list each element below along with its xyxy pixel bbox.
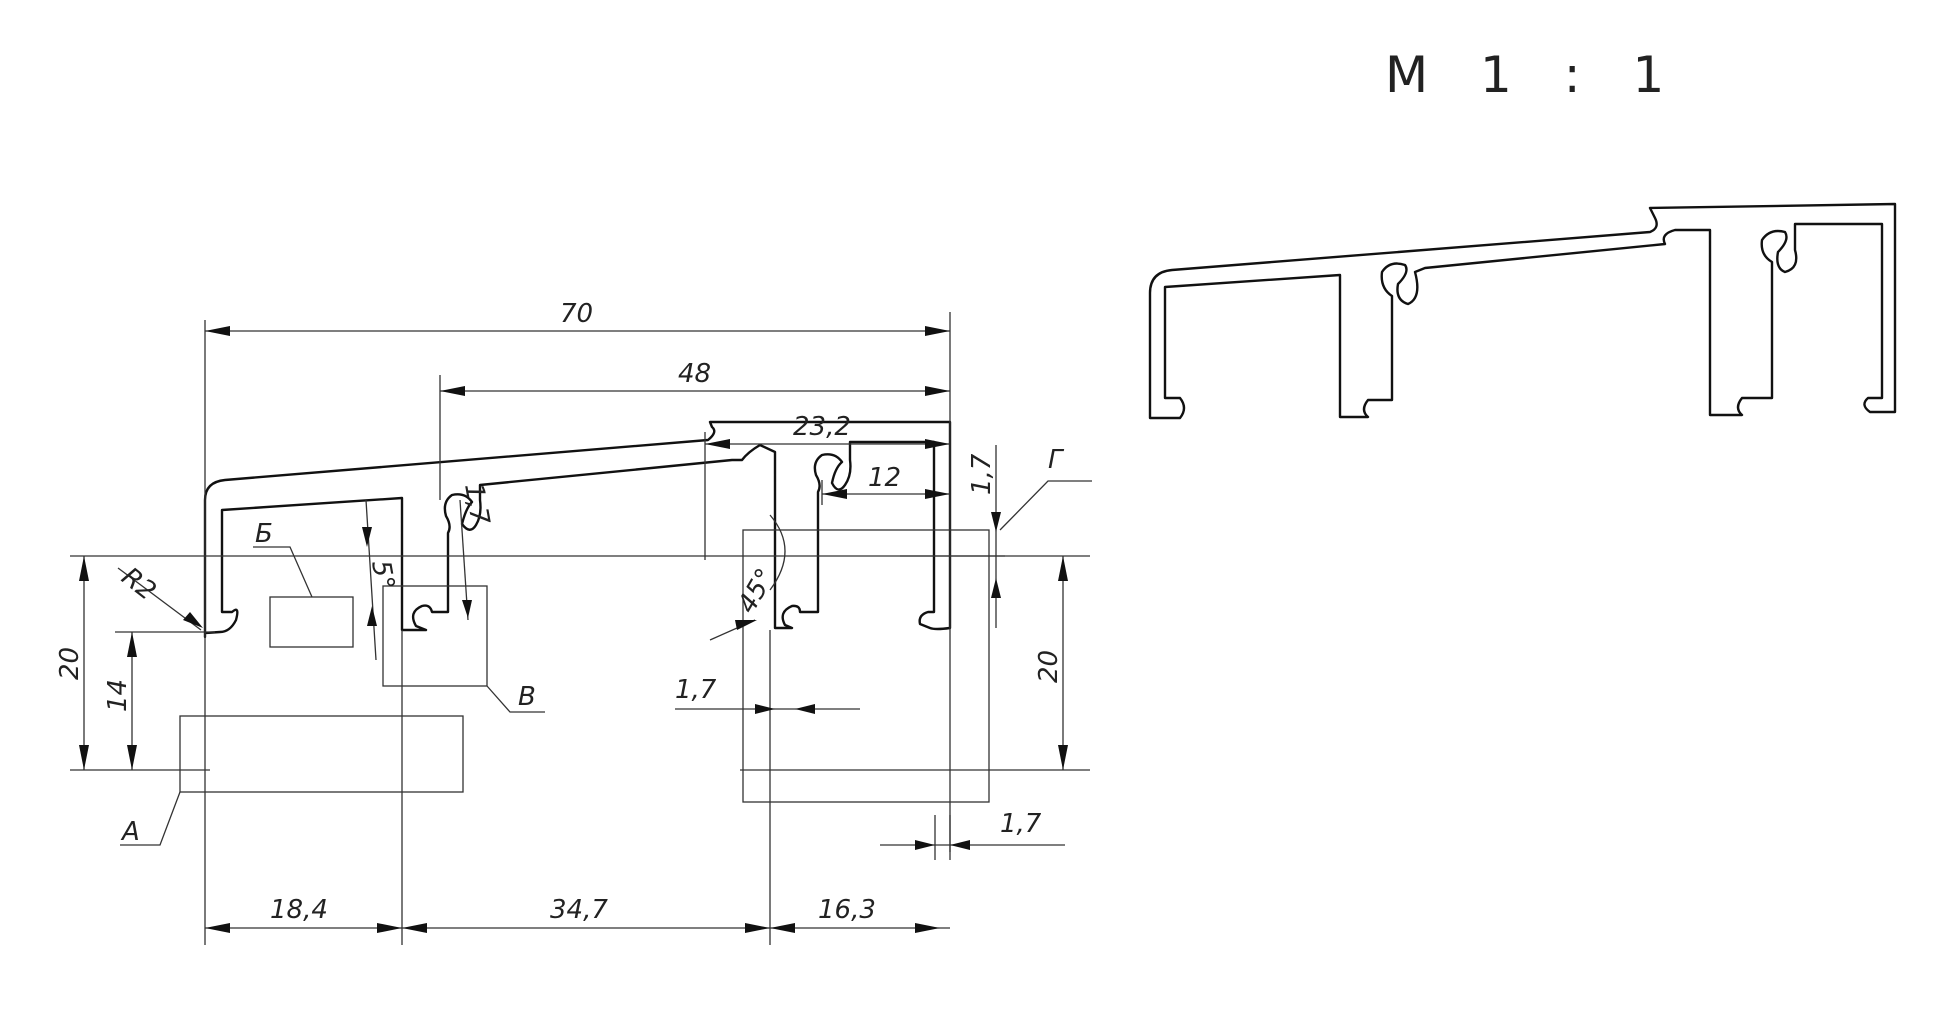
profile-full-scale (1148, 202, 1897, 420)
dim-1-7-mid: 1,7 (675, 675, 717, 705)
radius-r2: R2 (116, 562, 162, 607)
dim-18-4: 18,4 (270, 895, 328, 925)
dim-20-right: 20 (1034, 650, 1064, 683)
detail-box-g (742, 529, 990, 803)
dim-12: 12 (868, 463, 901, 493)
dim-20-left: 20 (55, 647, 85, 680)
angle-45: 45° (732, 564, 781, 619)
detail-box-v (382, 585, 488, 687)
dim-23-2: 23,2 (793, 412, 851, 442)
profile-dimensioned: 70 48 23,2 12 1,7 1,7 5° 1,7 (55, 299, 1092, 945)
dim-34-7: 34,7 (550, 895, 608, 925)
dim-70: 70 (560, 299, 593, 329)
dim-16-3: 16,3 (818, 895, 876, 925)
dim-1-7-top: 1,7 (967, 453, 997, 495)
dim-1-7-bottom: 1,7 (1000, 809, 1042, 839)
dim-1-7-diag: 1,7 (458, 481, 495, 527)
dim-5-deg: 5° (365, 558, 400, 592)
detail-label-a: А (120, 817, 140, 847)
detail-label-b: Б (255, 519, 273, 549)
dim-14: 14 (103, 679, 133, 712)
dim-48: 48 (678, 359, 711, 389)
detail-label-v: В (518, 682, 536, 712)
detail-label-g: Г (1048, 445, 1065, 475)
scale-label: M 1 : 1 (1385, 46, 1682, 104)
detail-box-b (269, 596, 354, 648)
detail-box-a (179, 715, 464, 793)
